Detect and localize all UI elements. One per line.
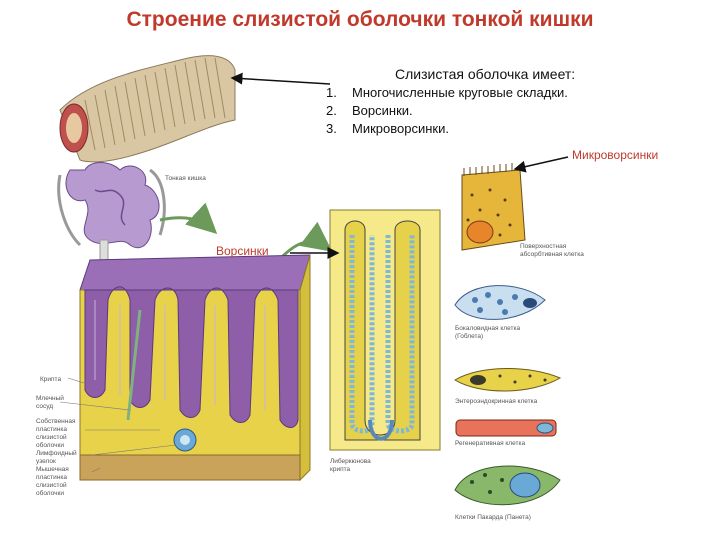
enteroendocrine-label: Энтероэндокринная клетка (455, 398, 538, 405)
microvilli-label: Микроворсинки (572, 148, 659, 162)
enterocyte-label: Поверхностная абсорбтивная клетка (520, 243, 584, 258)
goblet-cell-drawing (454, 285, 546, 320)
paneth-label: Клетки Пакарда (Панета) (455, 514, 531, 521)
lacteal-label: Млечный сосуд (36, 395, 64, 410)
enteroendocrine-cell-drawing (454, 368, 562, 392)
intestine-folds-drawing (59, 55, 236, 163)
small-intestine-label: Тонкая кишка (165, 175, 206, 182)
villus-section-drawing (329, 209, 441, 451)
regenerative-cell-drawing (455, 419, 557, 437)
crypt-label: Крипта (40, 376, 62, 383)
list-item: 3.Микроворсинки. (326, 121, 449, 136)
regenerative-label: Регенеративная клетка (455, 440, 526, 447)
intro-text: Слизистая оболочка имеет: (395, 66, 576, 82)
green-arrow-1 (159, 202, 218, 235)
villi-label: Ворсинки (216, 244, 269, 258)
small-intestine-drawing (57, 162, 166, 263)
paneth-cell-drawing (454, 465, 561, 506)
villi-block-drawing (79, 254, 311, 482)
list-item: 2.Ворсинки. (326, 103, 413, 118)
features-list: 1.Многочисленные круговые складки. 2.Вор… (326, 84, 568, 138)
arrow-to-microvilli (513, 156, 569, 173)
goblet-label: Бокаловидная клетка (Гоблета) (455, 325, 521, 340)
enterocyte-drawing (461, 163, 526, 251)
crypt-center-label: Либеркюнова крипта (330, 458, 371, 473)
lamina-propria-label: Собственная пластинка слизистой оболочки (36, 418, 76, 449)
page-title: Строение слизистой оболочки тонкой кишки (126, 8, 594, 31)
arrow-to-folds (230, 72, 331, 85)
muscularis-label: Мышечная пластинка слизистой оболочки (36, 466, 69, 497)
list-item: 1.Многочисленные круговые складки. (326, 85, 568, 100)
lymph-node-label: Лимфоидный узелок (36, 450, 77, 465)
